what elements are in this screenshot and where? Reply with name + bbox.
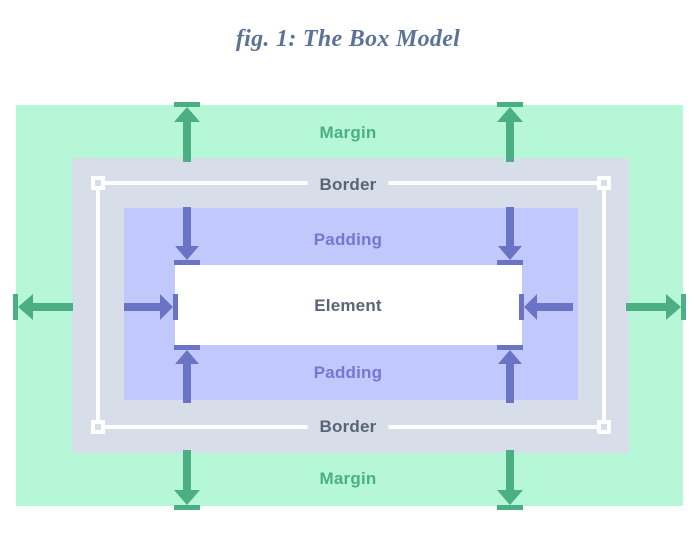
margin-arrow-top-left [174, 102, 200, 162]
padding-label-bottom: Padding [313, 363, 383, 382]
page-title: fig. 1: The Box Model [235, 26, 461, 52]
margin-label-top: Margin [319, 123, 377, 142]
border-guide-line-left [96, 184, 100, 427]
padding-label-top: Padding [313, 230, 383, 249]
element-label: Element [314, 296, 382, 315]
padding-arrow-right [519, 294, 573, 320]
margin-arrow-top-right [497, 102, 523, 162]
padding-arrow-top-left [174, 207, 200, 265]
corner-marker-top-left [91, 176, 105, 190]
corner-marker-bottom-right [597, 420, 611, 434]
element-region [175, 265, 522, 345]
border-label-top: Border [307, 175, 389, 195]
corner-marker-bottom-left [91, 420, 105, 434]
padding-arrow-left [124, 294, 178, 320]
corner-marker-top-right [597, 176, 611, 190]
border-label-bottom: Border [307, 417, 389, 437]
border-guide-line-right [602, 184, 606, 427]
padding-arrow-bottom-left [174, 345, 200, 403]
margin-arrow-right [626, 294, 686, 320]
margin-arrow-bottom-right [497, 450, 523, 510]
margin-arrow-left [13, 294, 73, 320]
margin-arrow-bottom-left [174, 450, 200, 510]
padding-arrow-top-right [497, 207, 523, 265]
margin-label-bottom: Margin [319, 469, 377, 488]
padding-arrow-bottom-right [497, 345, 523, 403]
